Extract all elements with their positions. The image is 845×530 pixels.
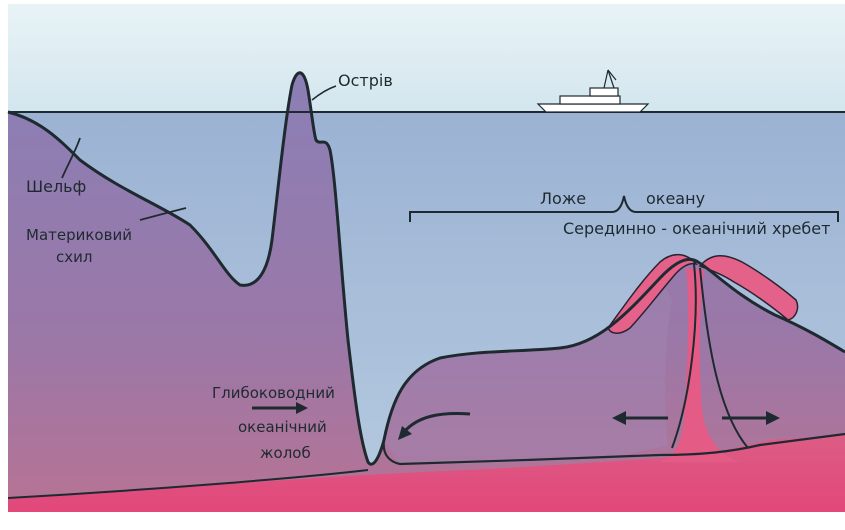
sky [8, 4, 845, 112]
label-trench-3: жолоб [260, 444, 311, 462]
label-island: Острів [338, 71, 393, 90]
label-slope-1: Материковий [26, 226, 132, 244]
label-shelf: Шельф [26, 177, 86, 196]
label-ridge: Серединно - океанічний хребет [563, 219, 830, 238]
label-trench-1: Глибоководний [212, 384, 335, 402]
label-ocean-bed-2: океану [646, 189, 705, 208]
label-slope-2: схил [56, 248, 92, 266]
label-trench-2: океанічний [238, 418, 327, 436]
label-ocean-bed-1: Ложе [540, 189, 586, 208]
